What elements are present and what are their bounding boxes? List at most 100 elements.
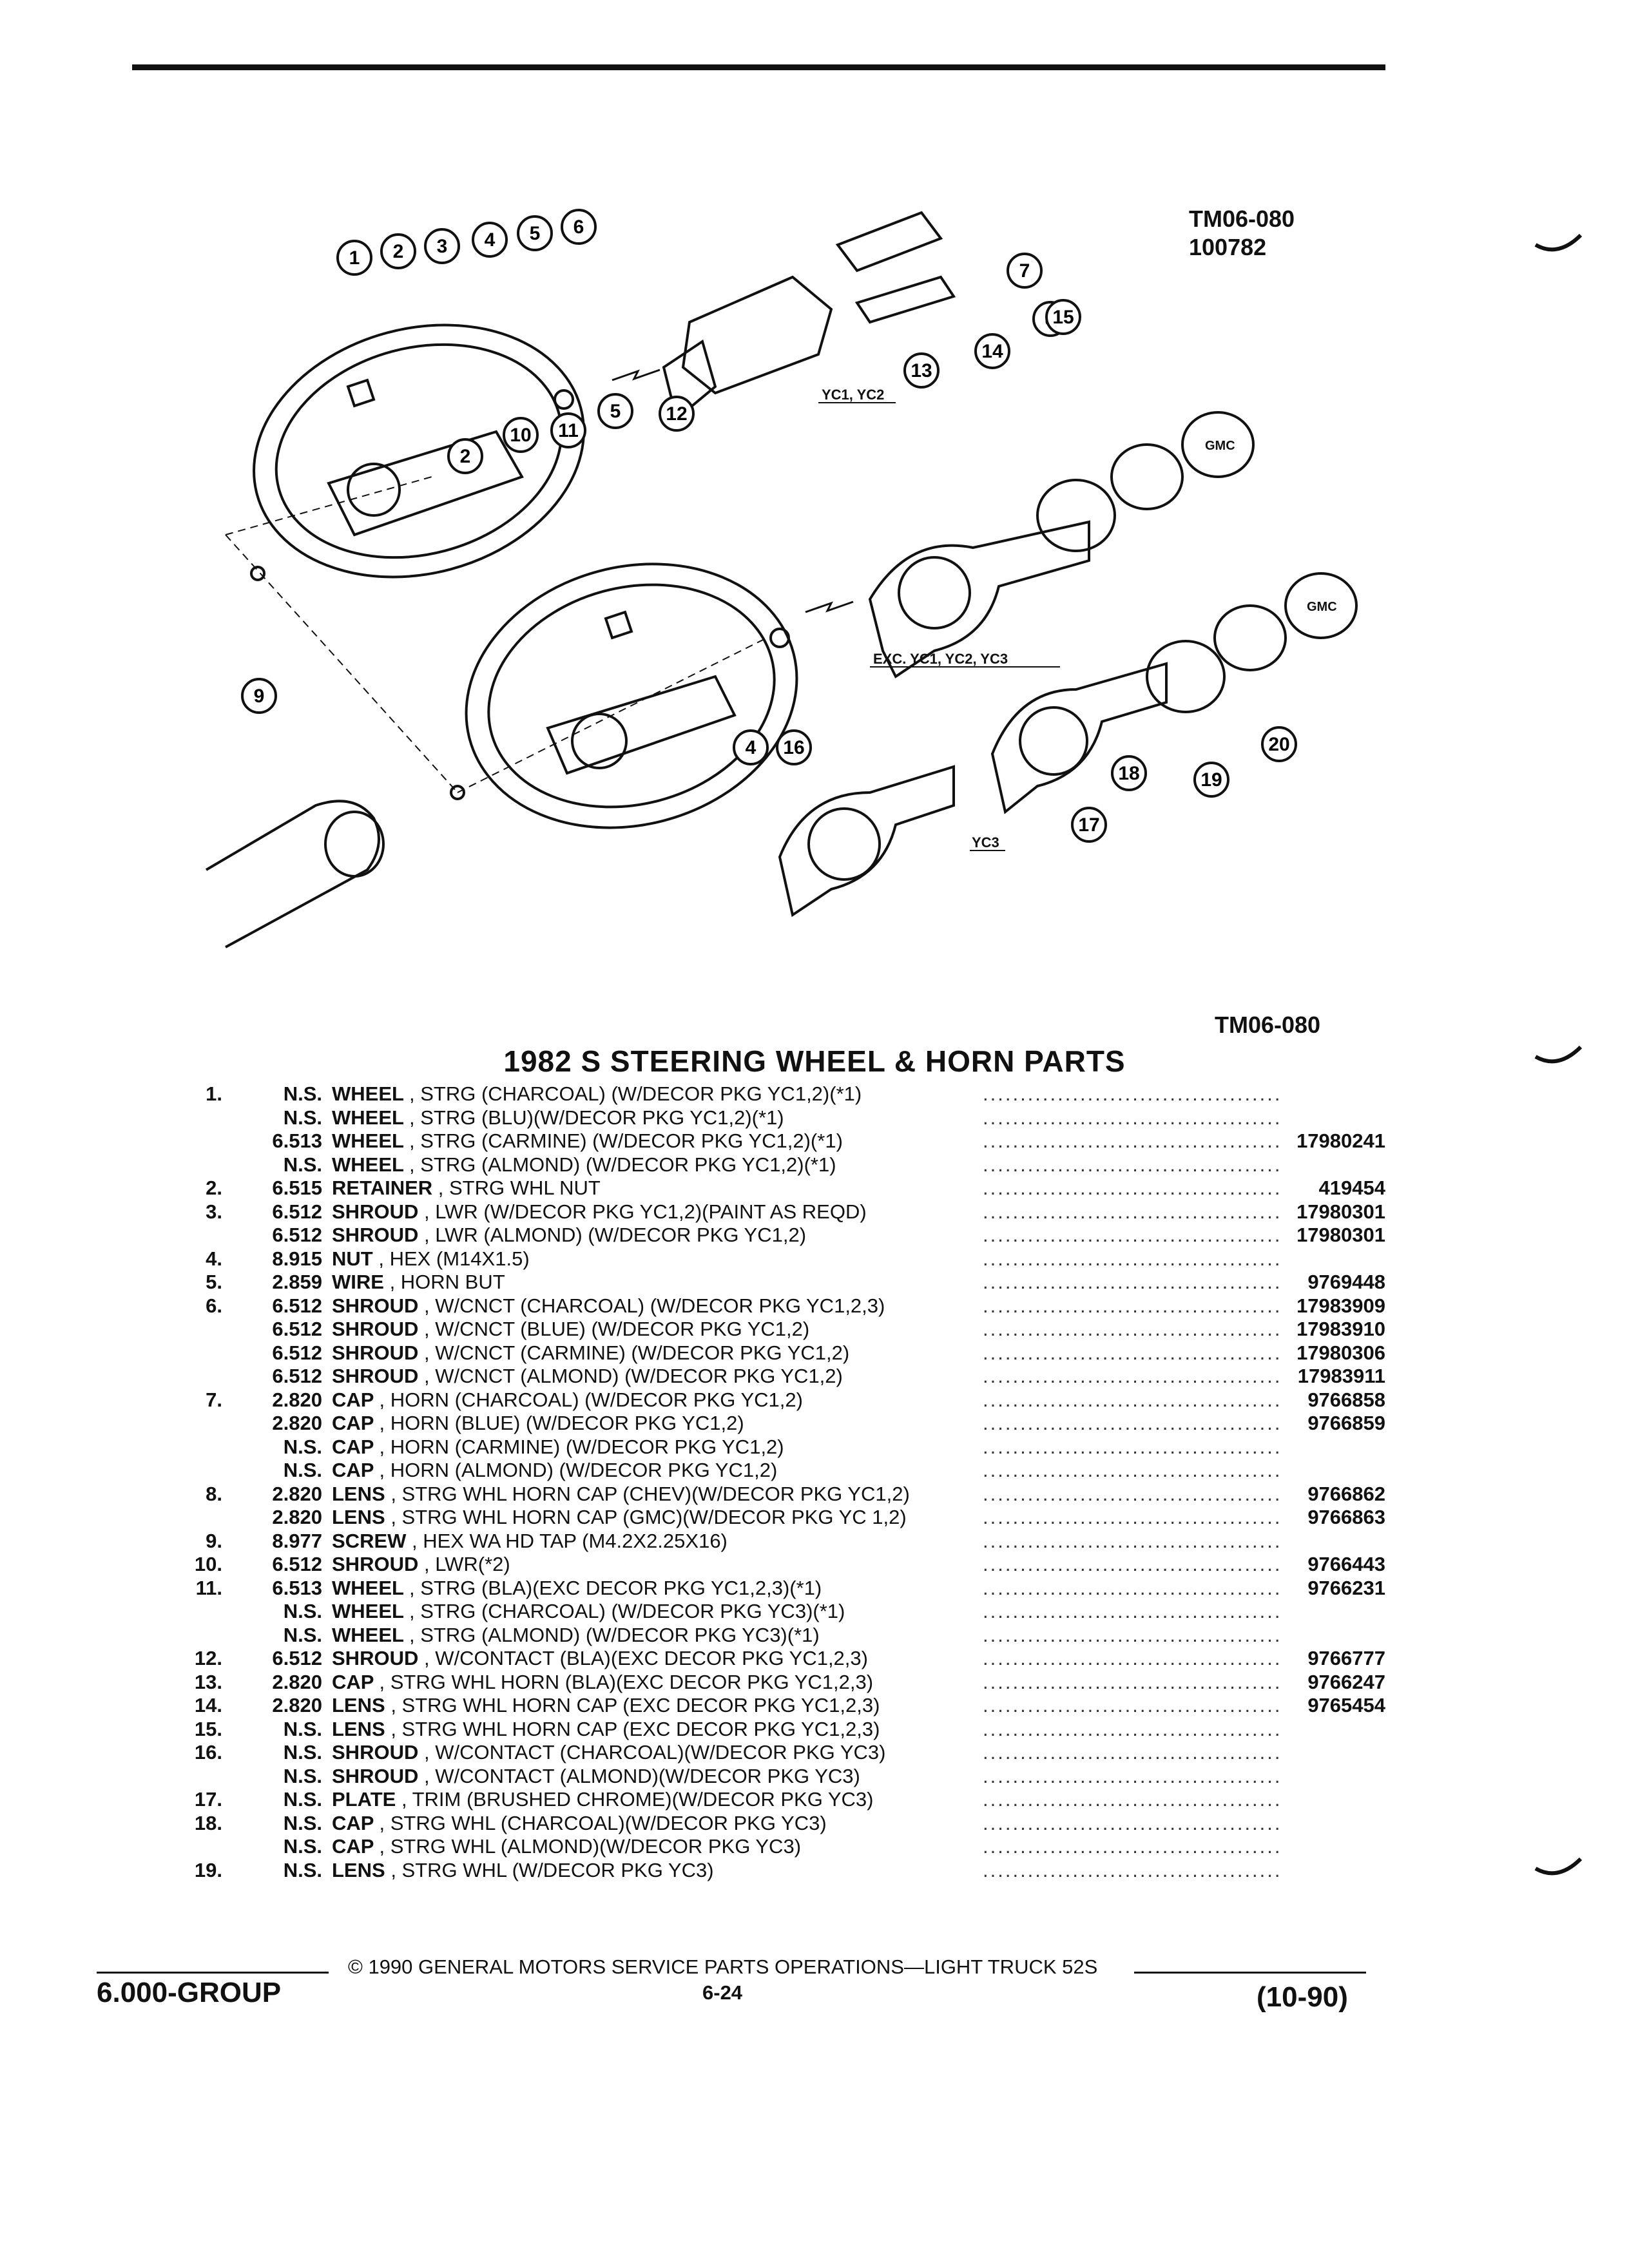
group-number: 6.512: [272, 1318, 322, 1340]
callout-circle: [1261, 726, 1297, 762]
group-number: N.S.: [283, 1741, 322, 1763]
leader-dots: ........................................…: [983, 1811, 1279, 1834]
part-catalog-number: 9766247: [1307, 1670, 1385, 1693]
parts-list: 1.N.S.WHEEL , STRG (CHARCOAL) (W/DECOR P…: [187, 1082, 1385, 1882]
group-number: 6.512: [272, 1553, 322, 1575]
part-noun: SHROUD: [332, 1224, 419, 1246]
callout-circle: [517, 215, 553, 251]
group-number: 6.512: [272, 1341, 322, 1364]
part-name: CAP , HORN (CHARCOAL) (W/DECOR PKG YC1,2…: [332, 1389, 803, 1412]
part-row: N.S.CAP , STRG WHL (ALMOND)(W/DECOR PKG …: [187, 1835, 1385, 1859]
part-noun: NUT: [332, 1247, 373, 1270]
footer-group: 6.000-GROUP: [97, 1977, 282, 2008]
part-catalog-number: 9766863: [1307, 1506, 1385, 1528]
part-name: SHROUD , W/CONTACT (CHARCOAL)(W/DECOR PK…: [332, 1741, 885, 1764]
leader-dots: ........................................…: [983, 1764, 1279, 1787]
part-noun: SCREW: [332, 1529, 407, 1552]
edge-mark: [1534, 1857, 1583, 1876]
part-row: N.S.WHEEL , STRG (BLU)(W/DECOR PKG YC1,2…: [187, 1106, 1385, 1130]
part-description: , LWR (ALMOND) (W/DECOR PKG YC1,2): [423, 1224, 807, 1246]
part-noun: LENS: [332, 1858, 385, 1881]
lower-wheel-hub: [546, 675, 737, 775]
leader-dots: ........................................…: [983, 1412, 1279, 1434]
leader-dots: ........................................…: [983, 1388, 1279, 1411]
part-noun: SHROUD: [332, 1294, 419, 1317]
part-description: , HORN (BLUE) (W/DECOR PKG YC1,2): [379, 1412, 744, 1434]
part-description: , W/CNCT (BLUE) (W/DECOR PKG YC1,2): [423, 1318, 810, 1340]
part-noun: WIRE: [332, 1271, 384, 1293]
part-number: 3.: [206, 1200, 222, 1223]
callout-circle: [1045, 299, 1081, 335]
callout-label: 17: [1078, 814, 1099, 836]
callout-label: 18: [1118, 763, 1139, 784]
upper-wheel-rim: [253, 323, 585, 579]
leader-dots: ........................................…: [983, 1694, 1279, 1716]
part-name: NUT , HEX (M14X1.5): [332, 1247, 530, 1271]
callout-label: 5: [530, 223, 541, 244]
part-row: 17.N.S.PLATE , TRIM (BRUSHED CHROME)(W/D…: [187, 1788, 1385, 1812]
part-noun: WHEEL: [332, 1576, 404, 1599]
part-description: , STRG (CARMINE) (W/DECOR PKG YC1,2)(*1): [409, 1129, 843, 1152]
leader-dots: ........................................…: [983, 1294, 1279, 1317]
steering-column: [205, 800, 380, 948]
part-noun: CAP: [332, 1459, 374, 1481]
leader-dots: ........................................…: [983, 1529, 1279, 1552]
footer-rule-right: [1134, 1972, 1366, 1974]
part-description: , LWR(*2): [423, 1553, 510, 1575]
callout-label: 5: [610, 401, 621, 422]
part-number: 4.: [206, 1247, 222, 1270]
horn-cap-7: [835, 211, 943, 273]
footer-page-number: 6-24: [702, 1981, 743, 2004]
part-description: , STRG (CHARCOAL) (W/DECOR PKG YC3)(*1): [409, 1600, 845, 1622]
callout-label: 12: [666, 403, 687, 425]
leader-dots: ........................................…: [983, 1741, 1279, 1763]
cap-13: [1036, 479, 1116, 552]
lower-wheel-rim-inner: [487, 583, 776, 809]
callout-label: 19: [1200, 769, 1222, 791]
group-number: 2.859: [272, 1271, 322, 1293]
label-yc1-yc2: YC1, YC2: [822, 387, 884, 403]
part-noun: SHROUD: [332, 1341, 419, 1364]
part-description: , STRG (ALMOND) (W/DECOR PKG YC3)(*1): [409, 1623, 820, 1646]
leader-dots: ........................................…: [983, 1647, 1279, 1669]
part-catalog-number: 17980306: [1296, 1341, 1385, 1364]
part-name: SCREW , HEX WA HD TAP (M4.2X2.25X16): [332, 1530, 728, 1553]
footer-copyright: © 1990 GENERAL MOTORS SERVICE PARTS OPER…: [348, 1956, 1098, 1978]
callout-label: 2: [393, 241, 404, 262]
part-description: , STRG WHL HORN (BLA)(EXC DECOR PKG YC1,…: [379, 1670, 874, 1693]
part-description: , STRG (ALMOND) (W/DECOR PKG YC1,2)(*1): [409, 1153, 836, 1176]
callout-circle: [659, 396, 695, 432]
part-description: , STRG WHL HORN CAP (CHEV)(W/DECOR PKG Y…: [390, 1482, 910, 1505]
callout-label: 14: [981, 341, 1003, 362]
tm-code: TM06-080: [1189, 206, 1295, 232]
part-description: , HORN (CHARCOAL) (W/DECOR PKG YC1,2): [379, 1388, 803, 1411]
top-rule: [132, 64, 1385, 70]
leader-dots: ........................................…: [983, 1200, 1279, 1223]
leader-dots: ........................................…: [983, 1365, 1279, 1387]
group-number: 6.513: [272, 1576, 322, 1599]
edge-mark: [1534, 233, 1583, 252]
part-name: WHEEL , STRG (ALMOND) (W/DECOR PKG YC1,2…: [332, 1153, 836, 1177]
part-noun: CAP: [332, 1388, 374, 1411]
leader-dots: ........................................…: [983, 1858, 1279, 1881]
part-number: 10.: [194, 1553, 222, 1575]
part-row: N.S.CAP , HORN (ALMOND) (W/DECOR PKG YC1…: [187, 1459, 1385, 1483]
tm-reference: TM06-080 100782: [1189, 205, 1295, 262]
leader-dots: ........................................…: [983, 1341, 1279, 1364]
part-noun: CAP: [332, 1412, 374, 1434]
group-number: 6.515: [272, 1177, 322, 1199]
callout-circle: [597, 393, 633, 429]
part-catalog-number: 9766777: [1307, 1647, 1385, 1669]
part-number: 19.: [194, 1858, 222, 1881]
part-noun: LENS: [332, 1694, 385, 1716]
group-number: 6.512: [272, 1200, 322, 1223]
group-number: N.S.: [283, 1811, 322, 1834]
callout-label: 9: [254, 686, 265, 707]
callout-label: 11: [558, 420, 579, 441]
part-row: N.S.WHEEL , STRG (CHARCOAL) (W/DECOR PKG…: [187, 1600, 1385, 1624]
